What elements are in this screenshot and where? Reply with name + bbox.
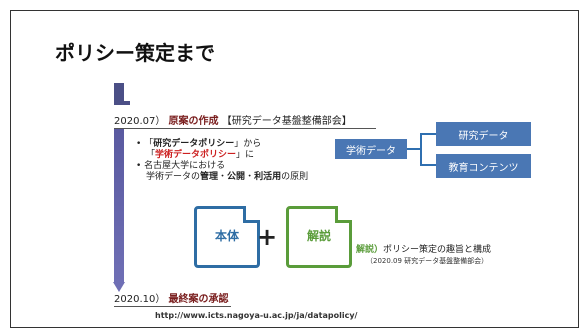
doc-explain-icon: 解説: [286, 206, 352, 268]
doc-explain-label: 解説: [306, 229, 331, 243]
milestone-approval-label: 最終案の承認: [168, 294, 229, 305]
diagram-connector: [407, 148, 421, 150]
diagram-connector: [420, 133, 436, 135]
explanation-label: 解説）: [356, 245, 384, 255]
timeline-arrow: [113, 129, 125, 292]
diagram-connector: [420, 164, 436, 166]
page-title: ポリシー策定まで: [55, 41, 215, 65]
explanation-text: ポリシー策定の趣旨と構成: [383, 245, 492, 255]
milestone-approval-date: 2020.10）: [114, 294, 166, 305]
diagram-child-research: 研究データ: [436, 122, 531, 146]
milestone-draft-label: 原案の作成: [168, 116, 219, 127]
explanation-sub: （2020.09 研究データ基盤整備部会）: [366, 257, 489, 265]
bullet-item-2: • 名古屋大学における: [136, 161, 226, 171]
explanation-note: 解説）ポリシー策定の趣旨と構成 （2020.09 研究データ基盤整備部会）: [356, 245, 491, 267]
diagram-root-box: 学術データ: [335, 139, 407, 159]
diagram-child-education: 教育コンテンツ: [436, 154, 531, 178]
milestone-draft-date: 2020.07）: [114, 116, 166, 127]
milestone-draft: 2020.07） 原案の作成 【研究データ基盤整備部会】: [114, 112, 376, 129]
slide-frame: ポリシー策定まで 2020.07） 原案の作成 【研究データ基盤整備部会】 • …: [10, 10, 579, 328]
diagram-connector: [420, 133, 422, 166]
milestone-draft-org: 【研究データ基盤整備部会】: [221, 116, 352, 127]
plus-icon: +: [257, 223, 278, 251]
bullet-list: • 「研究データポリシー」から 「学術データポリシー」に • 名古屋大学における…: [136, 139, 308, 183]
doc-main-label: 本体: [214, 229, 239, 243]
doc-main-icon: 本体: [194, 206, 260, 268]
bullet-item-2-cont: 学術データの管理・公開・利活用の原則: [146, 172, 309, 182]
bullet-item-1: • 「研究データポリシー」から: [136, 139, 262, 149]
policy-url-link[interactable]: http://www.icts.nagoya-u.ac.jp/ja/datapo…: [155, 311, 358, 320]
timeline-start-marker: [114, 83, 130, 105]
milestone-approval: 2020.10） 最終案の承認: [114, 290, 231, 307]
bullet-item-1-cont: 「学術データポリシー」に: [146, 150, 255, 160]
